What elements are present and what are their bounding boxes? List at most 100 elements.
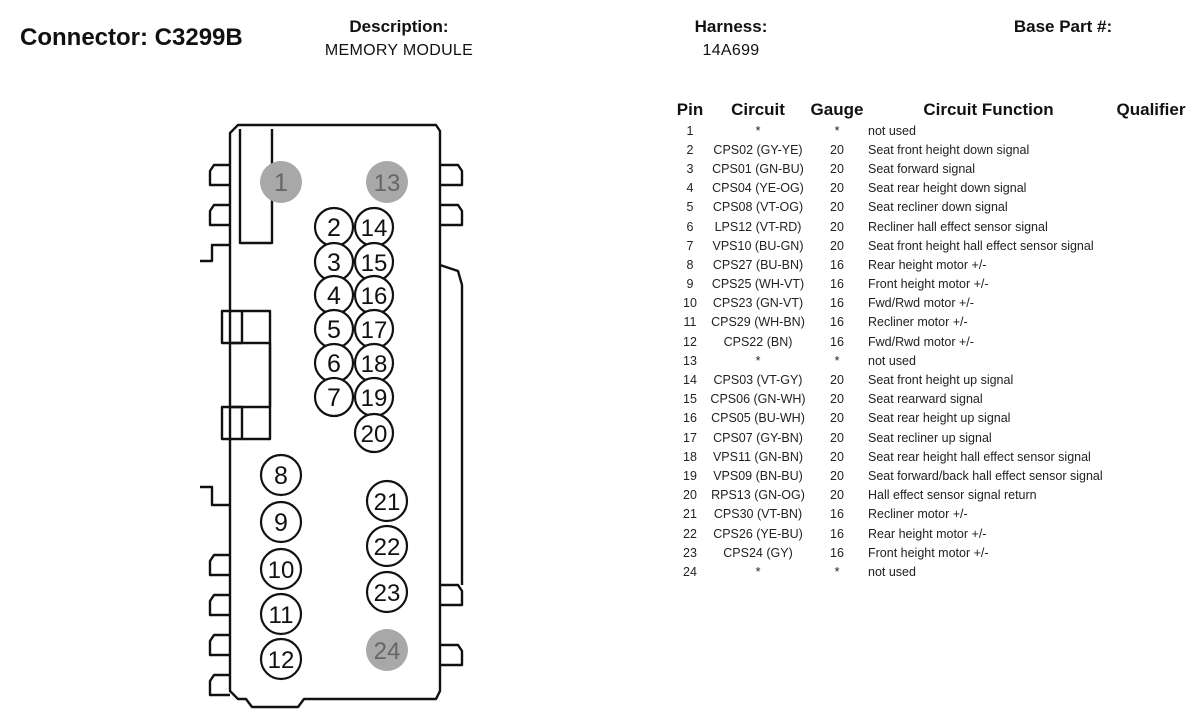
pin-number-label: 2 [327, 214, 341, 242]
circuit-cell: CPS06 (GN-WH) [710, 392, 806, 407]
pin-18: 18 [353, 342, 395, 384]
function-cell: Hall effect sensor signal return [868, 488, 1037, 503]
gauge-cell: 20 [830, 200, 844, 215]
qualifier-cell [1111, 217, 1191, 236]
pin-cell: 11 [683, 315, 697, 330]
function-cell: Seat rear height hall effect sensor sign… [868, 449, 1091, 464]
circuit-cell: * [755, 123, 761, 138]
function-cell: Seat recliner down signal [868, 200, 1008, 215]
pin-number-label: 12 [268, 647, 295, 674]
column-header-qualifier: Qualifier [1116, 100, 1186, 119]
pin-cavity [259, 453, 303, 497]
circuit-cell: RPS13 (GN-OG) [711, 488, 805, 503]
circuit-cell: CPS04 (YE-OG) [712, 181, 804, 196]
pin-number-label: 5 [327, 316, 341, 344]
qualifier-cell [1111, 179, 1191, 198]
qualifier-cell [1111, 198, 1191, 217]
pin-number-label: 22 [374, 534, 401, 561]
table-header-row: Pin Circuit Gauge Circuit Function Quali… [672, 99, 1191, 121]
pin-number-label: 13 [374, 170, 401, 197]
pin-cell: 24 [683, 564, 697, 579]
circuit-cell: CPS29 (WH-BN) [711, 315, 805, 330]
pin-14: 14 [353, 206, 395, 248]
pin-number-label: 21 [374, 489, 401, 516]
pin-cell: 20 [683, 488, 697, 503]
pin-number-label: 4 [327, 282, 341, 310]
function-cell: Rear height motor +/- [868, 526, 987, 541]
pin-11: 11 [259, 592, 303, 636]
pin-cell: 16 [683, 411, 697, 426]
gauge-cell: 16 [830, 296, 844, 311]
pin-cell: 17 [683, 430, 697, 445]
function-cell: not used [868, 564, 916, 579]
pin-cell: 5 [686, 200, 694, 215]
qualifier-cell [1111, 505, 1191, 524]
pin-number-label: 18 [361, 351, 388, 378]
qualifier-cell [1111, 543, 1191, 562]
pin-20: 20 [353, 412, 395, 454]
pin-cavity [366, 629, 408, 671]
gauge-cell: 16 [830, 277, 844, 292]
circuit-cell: CPS08 (VT-OG) [712, 200, 804, 215]
pin-cavity [259, 500, 303, 544]
circuit-cell: CPS25 (WH-VT) [711, 277, 805, 292]
gauge-cell: * [834, 353, 840, 368]
function-cell: Recliner motor +/- [868, 315, 968, 330]
table-row: 11 CPS29 (WH-BN) 16 Recliner motor +/- [672, 313, 1191, 332]
pin-cell: 10 [683, 296, 697, 311]
qualifier-cell [1111, 486, 1191, 505]
pin-24: 24 [366, 629, 408, 671]
gauge-cell: * [834, 123, 840, 138]
column-header-circuit: Circuit [731, 100, 785, 119]
pin-23: 23 [365, 570, 409, 614]
pin-cavity [259, 547, 303, 591]
gauge-cell: 16 [830, 315, 844, 330]
function-cell: Recliner motor +/- [868, 507, 968, 522]
pin-9: 9 [259, 500, 303, 544]
qualifier-cell [1111, 255, 1191, 274]
table-row: 1 * * not used [672, 121, 1191, 140]
circuit-cell: CPS03 (VT-GY) [713, 373, 803, 388]
gauge-cell: 20 [830, 488, 844, 503]
function-cell: not used [868, 123, 916, 138]
description-label: Description: [349, 17, 449, 36]
pin-number-label: 9 [274, 509, 288, 537]
circuit-cell: CPS02 (GY-YE) [713, 142, 803, 157]
pin-number-label: 24 [374, 638, 401, 665]
circuit-cell: CPS05 (BU-WH) [711, 411, 805, 426]
pin-number-label: 19 [361, 385, 388, 412]
pin-cavity [259, 592, 303, 636]
gauge-cell: 20 [830, 219, 844, 234]
pin-cell: 19 [683, 468, 697, 483]
pin-number-label: 20 [361, 421, 388, 448]
function-cell: Seat forward signal [868, 161, 976, 176]
gauge-cell: 20 [830, 238, 844, 253]
function-cell: Seat front height down signal [868, 142, 1030, 157]
qualifier-cell [1111, 121, 1191, 140]
pin-13: 13 [366, 161, 408, 203]
pin-17: 17 [353, 308, 395, 350]
circuit-cell: CPS01 (GN-BU) [712, 161, 804, 176]
pin-cavity [365, 524, 409, 568]
pin-cell: 1 [686, 123, 694, 138]
gauge-cell: 20 [830, 411, 844, 426]
description-value: MEMORY MODULE [324, 42, 474, 59]
circuit-cell: VPS11 (GN-BN) [712, 449, 804, 464]
pin-8: 8 [259, 453, 303, 497]
column-header-pin: Pin [676, 100, 704, 119]
function-cell: Seat forward/back hall effect sensor sig… [868, 468, 1103, 483]
gauge-cell: 20 [830, 142, 844, 157]
table-row: 5 CPS08 (VT-OG) 20 Seat recliner down signa… [672, 198, 1191, 217]
pin-cavity [313, 376, 355, 418]
pin-number-label: 1 [274, 169, 288, 197]
function-cell: Seat rearward signal [868, 392, 983, 407]
qualifier-cell [1111, 390, 1191, 409]
pin-cell: 14 [683, 373, 697, 388]
